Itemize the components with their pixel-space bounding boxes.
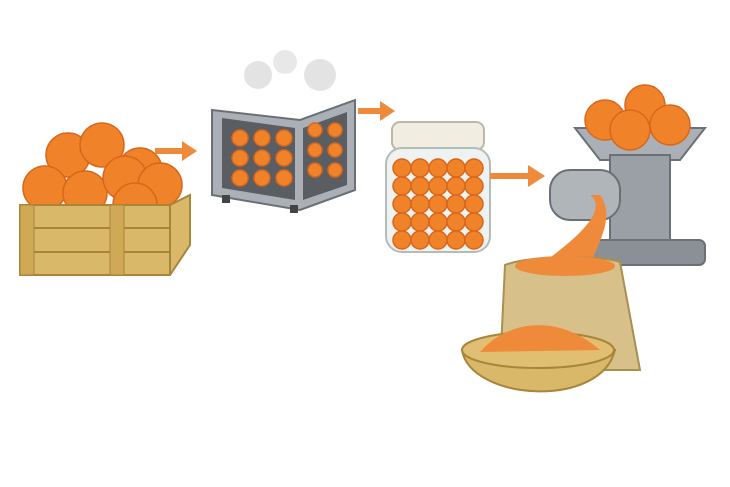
orange [609,109,651,151]
arrow-right-icon [490,165,545,187]
dried-slice [307,142,323,158]
arrow-right-icon [358,101,395,121]
dried-slice [410,230,430,250]
dried-slice [464,158,484,178]
powder-sack-and-bowl-icon [460,256,642,393]
food-dehydrator-icon [211,50,356,213]
dried-slice [327,142,343,158]
dried-slice [307,122,323,138]
dried-slice [253,149,271,167]
arrow-right-icon [155,141,197,161]
dried-slice [446,194,466,214]
dried-slice [464,176,484,196]
dried-slice [253,169,271,187]
dried-slice [410,176,430,196]
dried-slice [446,230,466,250]
dried-slice [392,212,412,232]
dried-slice [464,212,484,232]
orange [79,122,125,168]
orange-crate-icon [19,122,191,276]
dried-slice [392,176,412,196]
dried-slice [327,162,343,178]
dried-slice [410,158,430,178]
dried-slice [253,129,271,147]
orange [22,165,68,211]
dried-slice [464,230,484,250]
dried-slice [446,176,466,196]
dried-slice [428,158,448,178]
dried-slice [231,149,249,167]
dried-slice [410,212,430,232]
dried-slice [392,158,412,178]
dried-slice [275,149,293,167]
dried-slice [307,162,323,178]
dried-slice [231,169,249,187]
dried-slice [410,194,430,214]
dried-slice [392,194,412,214]
dried-slice [275,129,293,147]
jar-of-dried-slices-icon [385,121,491,253]
dried-slice [428,176,448,196]
dried-slice [327,122,343,138]
dried-slice [446,158,466,178]
dried-slice [446,212,466,232]
dried-slice [428,194,448,214]
dried-slice [231,129,249,147]
orange [649,104,691,146]
dried-slice [275,169,293,187]
dried-slice [464,194,484,214]
dried-slice [428,212,448,232]
grinder-icon [540,84,708,266]
dried-slice [392,230,412,250]
dried-slice [428,230,448,250]
